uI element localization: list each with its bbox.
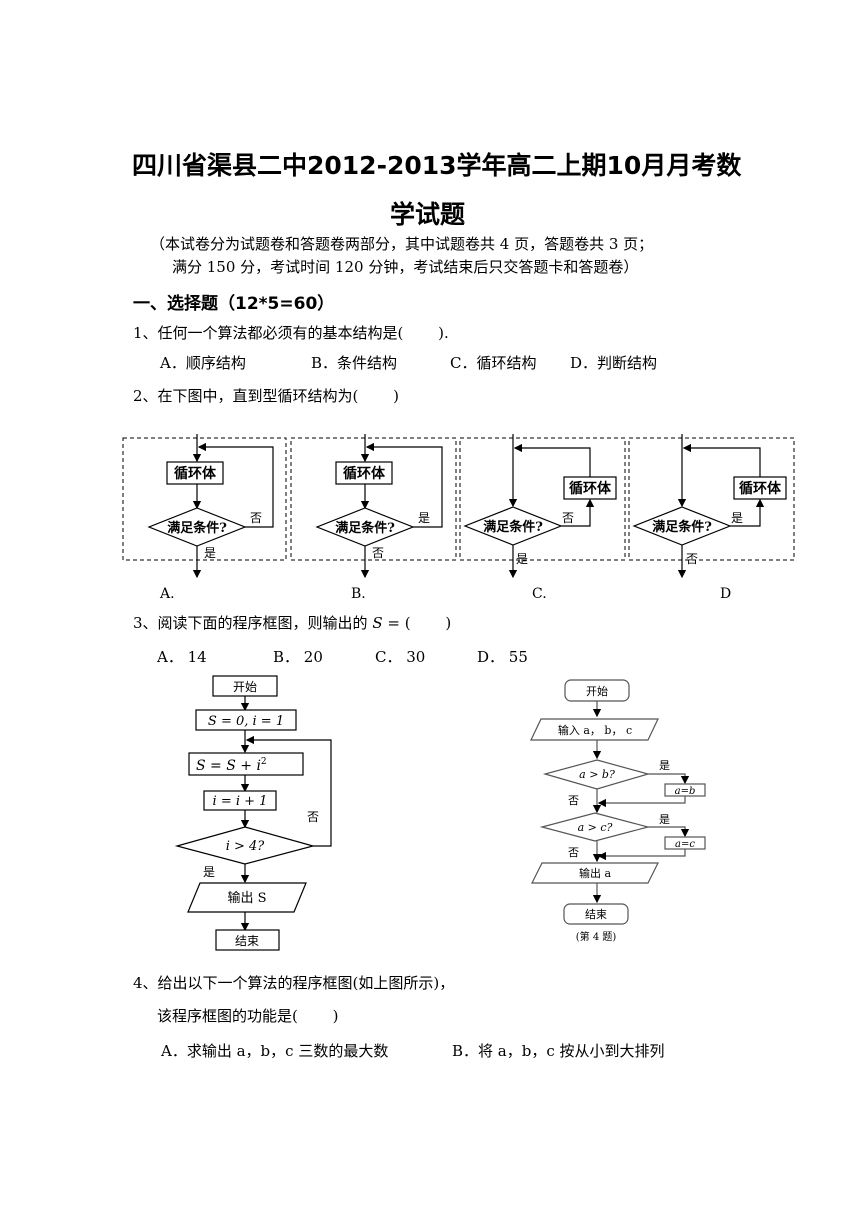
section-heading: 一、选择题（12*5=60） [133,294,335,314]
q1-option-b: B．条件结构 [311,354,398,372]
q3-option-a: A． 14 [157,648,207,666]
q1-option-c: C．循环结构 [450,354,537,372]
q4-assign-2: a=c [675,839,695,850]
q2-d-body: 循环体 [739,480,782,497]
q3-yes-label: 是 [203,865,215,879]
q3-start: 开始 [233,680,257,694]
q4-assign-1: a=b [675,786,696,797]
q2-b-body: 循环体 [343,465,386,482]
question-3-stem: 3、阅读下面的程序框图，则输出的 S = ( ) [133,612,451,633]
q3-stem-var: S [372,614,383,632]
question-4-stem: 4、给出以下一个算法的程序框图(如上图所示)， [133,974,455,992]
q3-flowchart: 开始 S = 0, i = 1 S = S + i2 i = i + 1 i >… [174,675,332,951]
q4-caption: (第 4 题) [576,930,617,943]
q3-stem-prefix: 3、阅读下面的程序框图，则输出的 [133,614,373,632]
q2-c-down-label: 是 [516,552,528,566]
q2-a-down-label: 是 [204,546,216,560]
q3-cond: i > 4? [226,839,266,854]
q3-no-label: 否 [307,810,319,824]
q2-diagram-c: 循环体 满足条件? 否 是 [459,434,626,579]
q4-end: 结束 [585,908,607,921]
q1-option-d: D．判断结构 [570,354,658,372]
q2-c-cond: 满足条件? [483,519,543,535]
q3-option-b: B． 20 [273,648,323,666]
q2-label-a: A. [159,586,175,602]
q2-diagram-d: 循环体 满足条件? 是 否 [628,434,795,579]
q2-label-d: D [720,586,731,602]
q2-d-cond: 满足条件? [652,519,712,535]
q3-init: S = 0, i = 1 [208,714,284,729]
q4-output: 输出 a [579,866,611,880]
q1-option-a: A．顺序结构 [160,354,246,372]
q4-start: 开始 [586,684,608,698]
q2-a-body: 循环体 [174,465,217,482]
q2-label-b: B. [351,586,366,602]
page-title-line-1: 四川省渠县二中2012-2013学年高二上期10月月考数 [132,151,742,180]
q2-b-down-label: 否 [372,546,384,560]
exam-note-line-1: （本试卷分为试题卷和答题卷两部分，其中试题卷共 4 页，答题卷共 3 页； [150,235,654,253]
exam-note-line-2: 满分 150 分，考试时间 120 分钟，考试结束后只交答题卡和答题卷） [172,258,639,276]
q3-stem-suffix: = ( ) [382,614,452,632]
q4-yes-1: 是 [659,759,670,772]
question-2-stem: 2、在下图中，直到型循环结构为( ) [133,387,400,405]
q2-label-c: C. [532,586,547,602]
q4-input: 输入 a， b， c [558,723,632,737]
q3-output: 输出 S [227,890,266,906]
q4-cond-2: a > c? [578,821,613,834]
q2-c-body: 循环体 [569,480,612,497]
q3-end: 结束 [235,934,259,948]
q2-b-cond: 满足条件? [335,520,395,536]
q4-yes-2: 是 [659,813,670,826]
q2-diagram-b: 循环体 满足条件? 是 否 [290,434,457,579]
q4-flowchart: 开始 输入 a， b， c a > b? 是 a=b 否 a > c? 是 a=… [530,679,706,943]
q4-option-a: A．求输出 a，b，c 三数的最大数 [161,1042,389,1060]
q4-option-b: B．将 a，b，c 按从小到大排列 [452,1042,665,1060]
q3-update-i: i = i + 1 [213,794,268,809]
question-4-stem-2: 该程序框图的功能是( ) [157,1007,339,1025]
q3-option-c: C． 30 [375,648,426,666]
q3-option-d: D． 55 [477,648,528,666]
q2-b-side-label: 是 [418,511,430,525]
q2-d-side-label: 是 [731,511,743,525]
q3-update-s: S = S + i2 [196,757,267,774]
q2-c-side-label: 否 [562,511,574,525]
q3-update-s-exponent: 2 [261,757,267,767]
q2-diagram-a: 循环体 满足条件? 否 是 [122,434,287,579]
q2-a-cond: 满足条件? [167,520,227,536]
q3-update-s-main: S = S + i [196,758,261,774]
q4-cond-1: a > b? [579,768,615,781]
q2-a-side-label: 否 [250,511,262,525]
question-1-stem: 1、任何一个算法都必须有的基本结构是( ). [133,324,449,342]
q2-d-down-label: 否 [686,552,698,566]
q4-no-1: 否 [568,794,579,807]
page-title-line-2: 学试题 [390,200,466,229]
q4-no-2: 否 [568,846,579,859]
